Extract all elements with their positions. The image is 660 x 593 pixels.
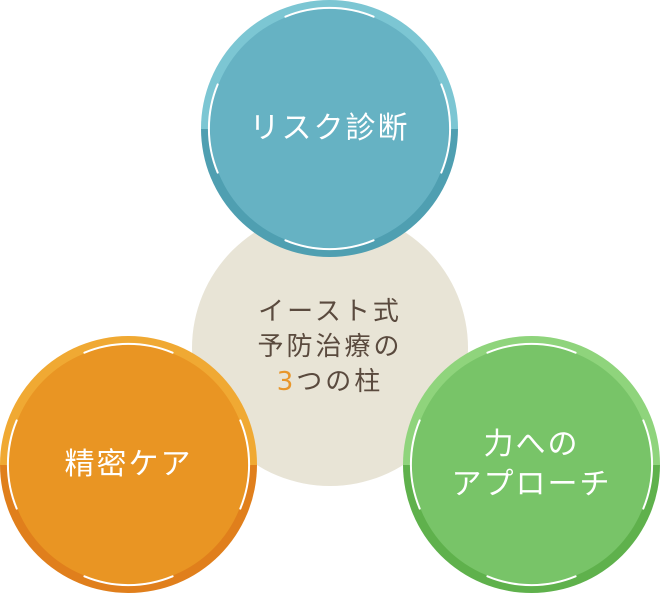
pillar-label-line: アプローチ <box>452 465 612 505</box>
title-line-3-rest: つの柱 <box>296 367 383 397</box>
pillar-label-line: 力への <box>484 425 580 465</box>
center-title: イースト式 予防治療の 3つの柱 <box>192 295 468 400</box>
title-line-2: 予防治療の <box>192 330 468 365</box>
title-line-3: 3つの柱 <box>192 365 468 400</box>
pillar-label-line: リスク診断 <box>250 109 410 149</box>
pillar-label: リスク診断 <box>201 0 458 257</box>
title-number: 3 <box>277 367 297 397</box>
pillar-risk-diagnosis: リスク診断 <box>201 0 458 257</box>
pillar-label-line: 精密ケア <box>65 445 193 485</box>
title-line-1: イースト式 <box>192 295 468 330</box>
